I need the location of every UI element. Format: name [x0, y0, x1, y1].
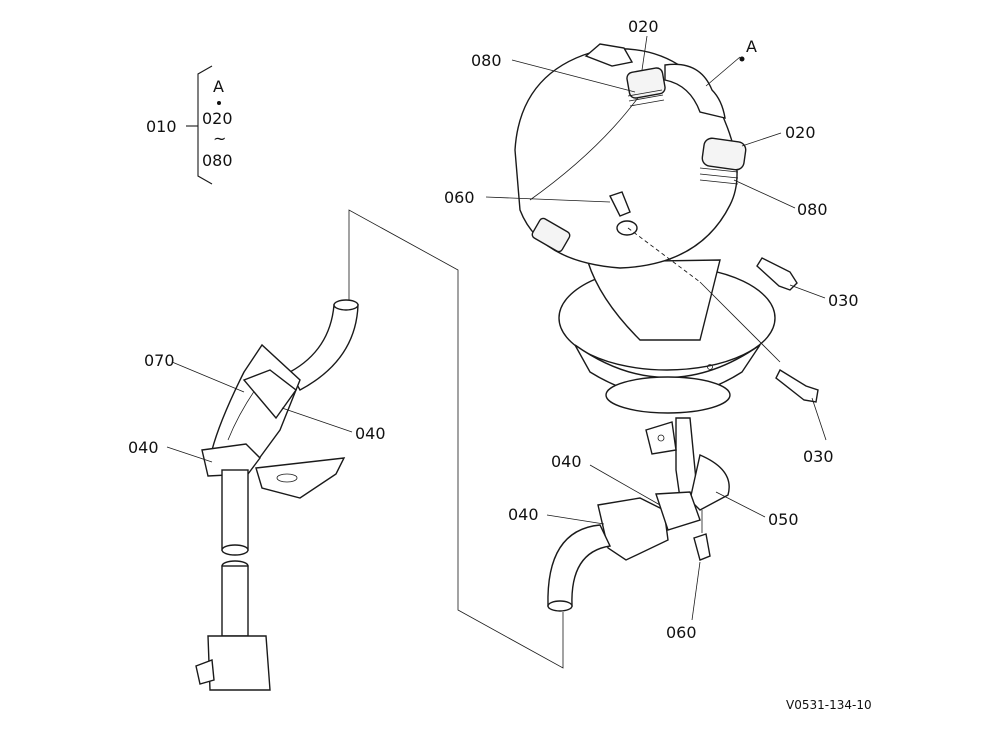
- tube-vertical-break-top: [221, 544, 249, 556]
- lever-ear: [645, 421, 677, 455]
- callout-070: 070: [144, 351, 175, 370]
- key-assembly-number: 010: [146, 117, 177, 136]
- spring-right: [699, 167, 739, 185]
- bottom-fitting: [207, 635, 271, 691]
- leader-050: [715, 491, 766, 518]
- callout-040-left: 040: [128, 438, 159, 457]
- key-range-tilde: ~: [213, 129, 226, 148]
- top-tab: [584, 43, 634, 67]
- side-button: [531, 217, 571, 253]
- callout-080-right: 080: [797, 200, 828, 219]
- cap-top: [626, 67, 666, 99]
- leader-060-bottom: [691, 561, 701, 621]
- grip-stem: [587, 259, 721, 341]
- flange-hole-2: [707, 364, 713, 370]
- bolt-030-lower: [775, 369, 819, 403]
- callout-labels: 020 080 A 020 080 060 030 030 070 040 04…: [128, 17, 859, 642]
- key-ref-letter: A: [213, 77, 224, 96]
- arm-plate: [255, 457, 346, 499]
- bolt-axis: [699, 281, 781, 363]
- figure-code: V0531-134-10: [786, 698, 872, 712]
- flange-neck: [605, 376, 731, 414]
- key-range-end: 080: [202, 151, 233, 170]
- tube-assembly: [195, 299, 359, 691]
- leader-030-lower: [811, 397, 827, 441]
- arm-plate-slot: [276, 473, 298, 483]
- tube-right-end: [547, 600, 573, 612]
- clamp-040-left: [201, 443, 261, 477]
- callout-060-bottom: 060: [666, 623, 697, 642]
- callout-A: A: [746, 37, 757, 56]
- tube-upper-end: [333, 299, 359, 311]
- bottom-fitting-tab: [195, 659, 215, 685]
- spring-top: [627, 89, 665, 107]
- key-range-start: 020: [202, 109, 233, 128]
- leader-A: [705, 56, 741, 87]
- screw-060-bottom: [693, 533, 711, 561]
- callout-080-top: 080: [471, 51, 502, 70]
- cap-right: [701, 137, 747, 171]
- tube-upper: [289, 304, 359, 391]
- callout-020-top: 020: [628, 17, 659, 36]
- leader-020-right: [741, 132, 782, 147]
- callout-040-lower2: 040: [508, 505, 539, 524]
- tube-right: [547, 524, 612, 607]
- leader-080-top: [511, 59, 636, 93]
- clamp-040-lower-a: [597, 497, 669, 561]
- bolt-030-upper: [756, 257, 798, 291]
- lever-ear-hole: [657, 434, 665, 442]
- callout-040-mid: 040: [355, 424, 386, 443]
- leader-030-upper: [789, 284, 826, 299]
- leader-060-top: [485, 196, 611, 203]
- leader-040-lower2: [546, 514, 605, 525]
- grip-notch: [664, 63, 726, 119]
- leader-080-right: [733, 179, 796, 209]
- grip-housing: [514, 43, 819, 612]
- screw-hole: [616, 220, 638, 236]
- grip-head-contour: [529, 94, 641, 201]
- transfer-line: [348, 209, 564, 669]
- screw-060-top: [609, 191, 631, 217]
- key-dot: [217, 101, 221, 105]
- tube-vertical-upper: [221, 469, 249, 551]
- callout-020-right: 020: [785, 123, 816, 142]
- clamp-040-upper: [242, 369, 297, 420]
- key-bracket: [197, 65, 213, 185]
- leader-040-left: [166, 446, 213, 463]
- callout-030-upper: 030: [828, 291, 859, 310]
- bracket-050: [689, 454, 730, 511]
- leader-040-lower1: [589, 464, 661, 506]
- ref-point-A: [739, 56, 745, 62]
- callout-030-lower: 030: [803, 447, 834, 466]
- tube-vertical-lower: [221, 565, 249, 637]
- screw-centerline: [627, 227, 701, 283]
- callout-060-top: 060: [444, 188, 475, 207]
- callout-050: 050: [768, 510, 799, 529]
- clamp-040-lower-b: [655, 491, 701, 531]
- leader-020-top: [641, 35, 648, 71]
- leader-070: [171, 361, 245, 393]
- group-key: 010 A 020 ~ 080: [146, 65, 233, 185]
- leader-040-mid: [281, 407, 353, 433]
- callout-040-lower1: 040: [551, 452, 582, 471]
- leader-lines: [166, 35, 827, 621]
